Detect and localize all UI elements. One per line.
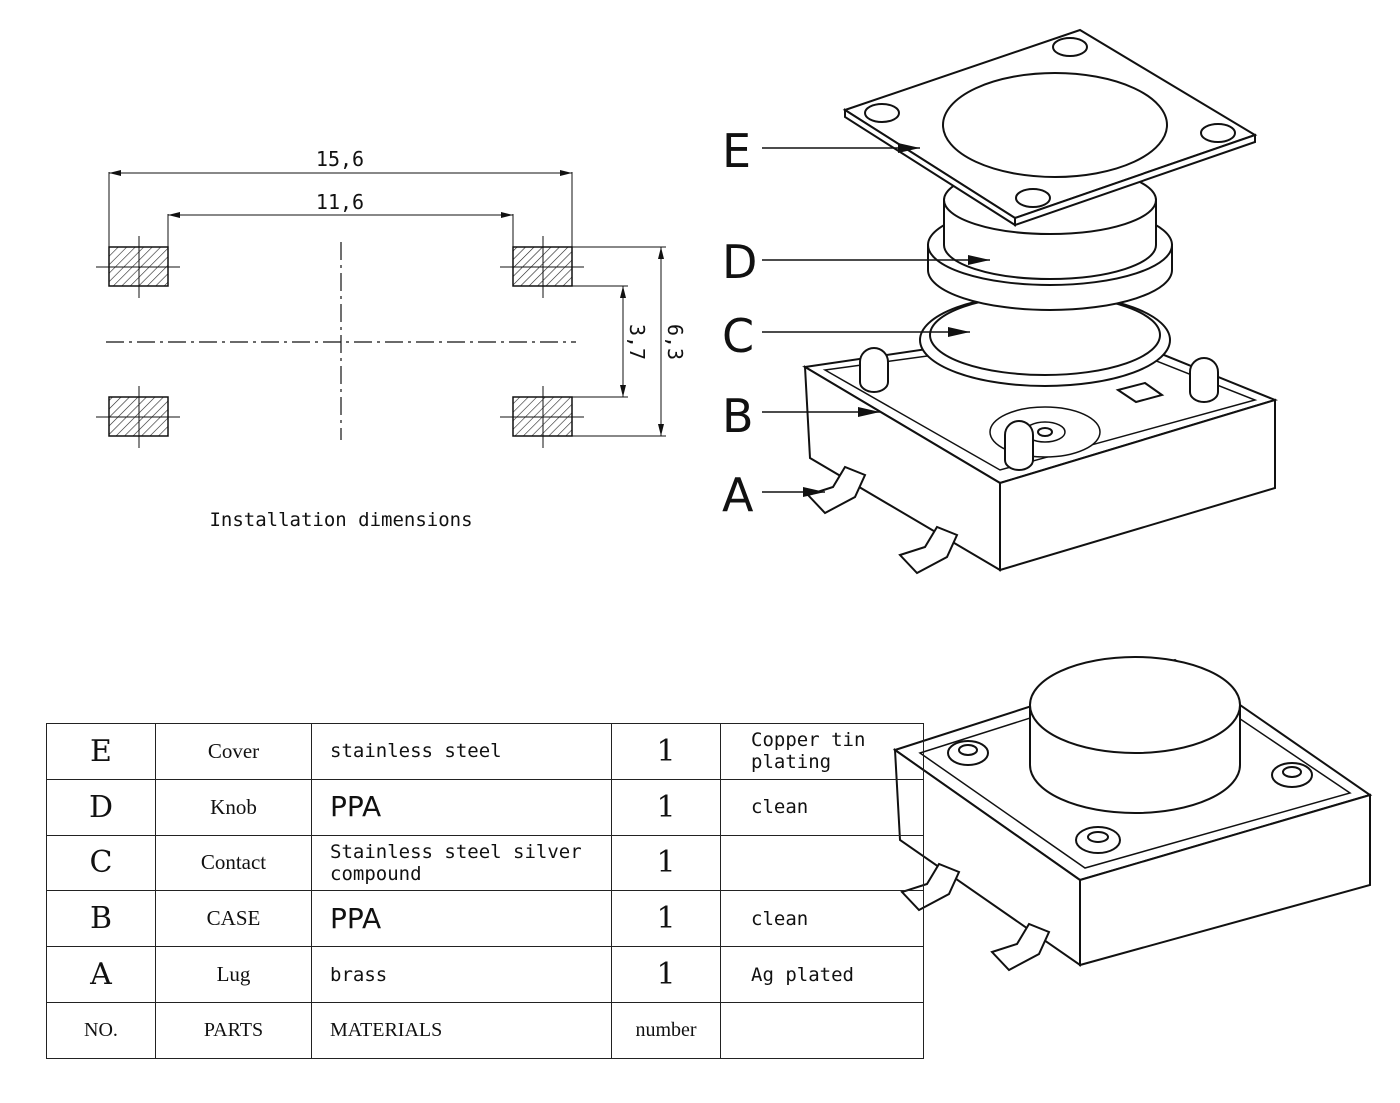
case-part — [802, 323, 1279, 572]
header-remark — [720, 1001, 924, 1059]
part-name: Cover — [155, 723, 312, 780]
part-remark: Ag plated — [720, 946, 924, 1003]
label-e: E — [722, 124, 751, 178]
header-number: number — [611, 1001, 721, 1059]
assembled-switch-drawing — [892, 656, 1373, 972]
label-a: A — [722, 468, 754, 522]
dimension-outer-height: 6,3 — [663, 324, 687, 360]
label-b: B — [722, 389, 754, 443]
table-header-row: NO. PARTS MATERIALS number — [46, 1001, 924, 1059]
part-no: E — [46, 723, 156, 780]
installation-dimensions-drawing: 15,6 11,6 6,3 3,7 Installation dimension… — [96, 147, 687, 531]
cover-part — [842, 28, 1258, 227]
table-row: D Knob PPA 1 clean — [46, 778, 924, 836]
installation-caption: Installation dimensions — [209, 509, 472, 531]
part-name: Knob — [155, 778, 312, 836]
part-no: A — [46, 946, 156, 1003]
part-material: PPA — [311, 778, 612, 836]
lug-part — [806, 465, 959, 575]
part-remark: clean — [720, 890, 924, 948]
part-remark: Copper tin plating — [720, 723, 924, 780]
table-row: C Contact Stainless steel silver compoun… — [46, 834, 924, 892]
label-c: C — [722, 309, 754, 363]
part-name: CASE — [155, 890, 312, 948]
assembled-switch — [892, 656, 1373, 972]
part-count: 1 — [611, 834, 721, 892]
contact-part — [919, 293, 1171, 387]
part-material: brass — [311, 946, 612, 1003]
part-material: stainless steel — [311, 723, 612, 780]
part-count: 1 — [611, 778, 721, 836]
parts-table: E Cover stainless steel 1 Copper tin pla… — [46, 723, 924, 1059]
dimension-inner-width: 11,6 — [316, 190, 364, 214]
part-name: Lug — [155, 946, 312, 1003]
table-row: A Lug brass 1 Ag plated — [46, 946, 924, 1003]
part-no: D — [46, 778, 156, 836]
part-remark — [720, 834, 924, 892]
knob-part — [927, 165, 1173, 311]
label-d: D — [722, 235, 757, 289]
header-materials: MATERIALS — [311, 1001, 612, 1059]
part-no: B — [46, 890, 156, 948]
center-line — [106, 242, 576, 440]
part-remark: clean — [720, 778, 924, 836]
table-row: E Cover stainless steel 1 Copper tin pla… — [46, 723, 924, 780]
part-material: Stainless steel silver compound — [311, 834, 612, 892]
part-name: Contact — [155, 834, 312, 892]
part-no: C — [46, 834, 156, 892]
part-count: 1 — [611, 946, 721, 1003]
table-row: B CASE PPA 1 clean — [46, 890, 924, 948]
exploded-view-drawing: E D C B A — [722, 28, 1279, 575]
part-count: 1 — [611, 723, 721, 780]
dimension-inner-height: 3,7 — [625, 324, 649, 360]
header-parts: PARTS — [155, 1001, 312, 1059]
header-no: NO. — [46, 1001, 156, 1059]
part-material: PPA — [311, 890, 612, 948]
part-count: 1 — [611, 890, 721, 948]
dimension-outer-width: 15,6 — [316, 147, 364, 171]
